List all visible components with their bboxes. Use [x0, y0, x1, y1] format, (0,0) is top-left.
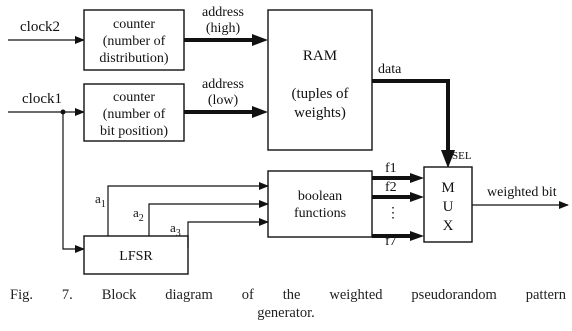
address-high-label-1: address: [202, 5, 244, 20]
tap-a3-label: a3: [170, 220, 181, 239]
mux-letter-x: X: [443, 218, 454, 234]
ram-box: [267, 9, 373, 151]
lfsr-label: LFSR: [119, 249, 153, 264]
counter-distribution-line2: (number of: [103, 34, 166, 49]
data-label: data: [378, 62, 402, 77]
caption-line-1: Fig. 7. Block diagram of the weighted ps…: [10, 287, 566, 303]
weighted-bit-output: weighted bit: [472, 185, 569, 209]
counter-bit-position-line3: bit position): [100, 124, 168, 139]
mux-block: M U X: [423, 166, 473, 243]
counter-distribution-line3: distribution): [99, 51, 169, 66]
f2-arrowhead: [410, 192, 424, 202]
data-bus-line: [372, 79, 450, 150]
function-outputs: f1 f2 ⋮ f7: [372, 161, 424, 249]
caption-line-2: generator.: [257, 305, 315, 321]
lfsr-block: LFSR: [83, 235, 189, 275]
ram-line1: (tuples of: [291, 86, 348, 102]
clock1-label: clock1: [22, 91, 62, 107]
weighted-bit-label: weighted bit: [487, 185, 557, 200]
boolean-functions-block: boolean functions: [267, 170, 373, 238]
counter-distribution-line1: counter: [113, 17, 155, 32]
ram-line2: weights): [294, 105, 346, 121]
boolean-functions-line1: boolean: [298, 189, 342, 204]
address-high-label-2: (high): [206, 21, 241, 36]
f2-label: f2: [385, 180, 397, 195]
clock2-label: clock2: [20, 19, 60, 35]
address-high-arrowhead: [252, 34, 268, 46]
tap-a3-wire: [187, 218, 269, 248]
address-low-bus: address (low): [184, 77, 268, 118]
f7-label: f7: [385, 234, 397, 249]
address-high-bus: address (high): [184, 5, 268, 46]
lfsr-box: [83, 235, 189, 275]
f1-arrowhead: [410, 173, 424, 183]
f7-arrowhead: [410, 231, 424, 241]
counter-bit-position-line1: counter: [113, 90, 155, 105]
f-dots-label: ⋮: [386, 206, 400, 221]
tap-a1-label: a1: [95, 191, 106, 210]
sel-label: SEL: [452, 150, 472, 162]
boolean-functions-box: [267, 170, 373, 238]
counter-bit-position-line2: (number of: [103, 107, 166, 122]
ram-title: RAM: [303, 48, 337, 64]
clock2-input: clock2: [8, 19, 85, 44]
lfsr-taps: a1 a2 a3: [95, 182, 269, 248]
clock1-input: clock1: [8, 91, 85, 253]
tap-a2-wire: [148, 200, 269, 236]
address-low-label-1: address: [202, 77, 244, 92]
mux-letter-u: U: [443, 199, 454, 215]
data-bus-arrowhead: [441, 150, 455, 168]
mux-box: [423, 166, 473, 243]
tap-a1-wire: [107, 182, 269, 236]
block-diagram: clock2 counter (number of distribution) …: [8, 5, 569, 275]
data-bus: data SEL: [372, 62, 472, 168]
tap-a2-label: a2: [133, 205, 144, 224]
counter-bit-position-block: counter (number of bit position): [83, 83, 185, 142]
boolean-functions-line2: functions: [294, 206, 346, 221]
mux-letter-m: M: [441, 180, 454, 196]
f1-label: f1: [385, 161, 397, 176]
counter-distribution-block: counter (number of distribution): [83, 9, 185, 71]
address-low-arrowhead: [252, 106, 268, 118]
address-low-label-2: (low): [208, 93, 239, 108]
clock1-to-lfsr-wire: [62, 112, 85, 253]
ram-block: RAM (tuples of weights): [267, 9, 373, 151]
